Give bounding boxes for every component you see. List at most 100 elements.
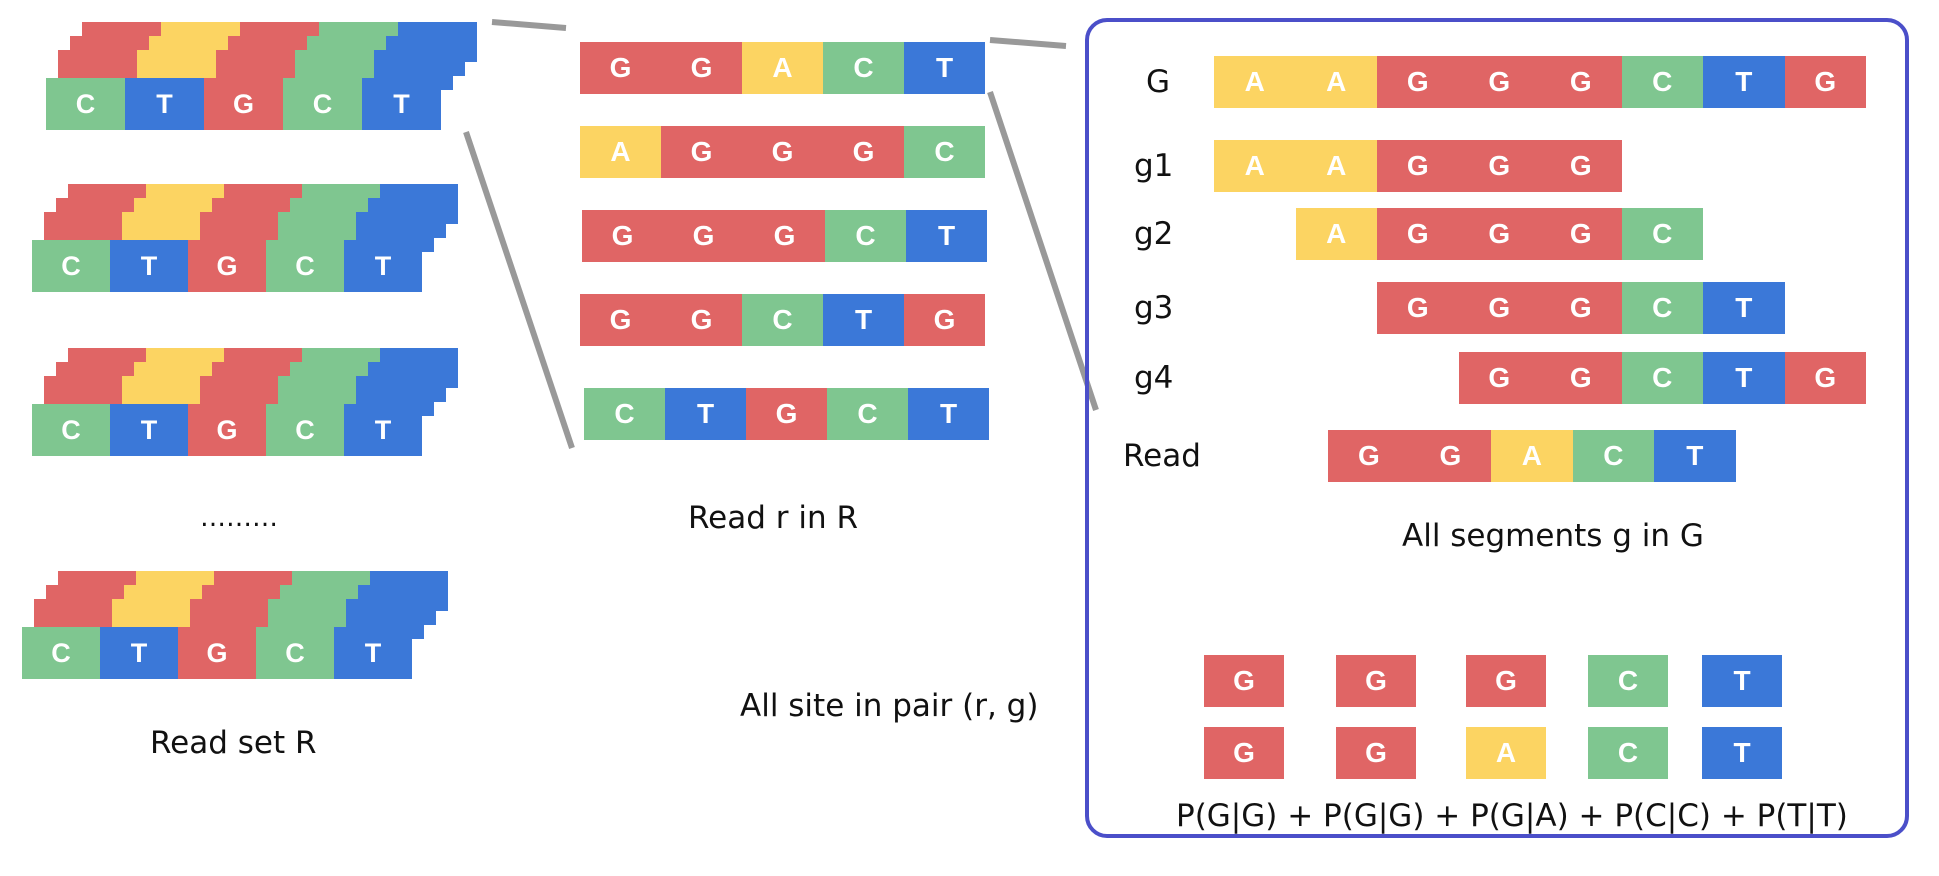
pair-top-base: G [1466, 655, 1546, 707]
read-set-base: C [46, 78, 125, 130]
segment-base: A [1295, 140, 1377, 192]
pair-top-base: G [1336, 655, 1416, 707]
read-base: G [746, 388, 827, 440]
segment-base: G [1377, 282, 1459, 334]
read-base: G [663, 210, 744, 262]
read-set-base: C [283, 78, 362, 130]
segment-base: G [1377, 56, 1459, 108]
probability-formula: P(G|G) + P(G|G) + P(G|A) + P(C|C) + P(T|… [1176, 798, 1848, 834]
read-set-ellipsis: ……… [200, 503, 278, 533]
segment-base: T [1703, 56, 1785, 108]
segment-base: G [1377, 208, 1459, 260]
read-base: G [661, 42, 742, 94]
segment-label: g1 [1134, 148, 1174, 184]
segment-label: g3 [1134, 290, 1174, 326]
segment-base: G [1458, 140, 1540, 192]
line-set-to-read-bottom [463, 131, 575, 449]
read-base: G [582, 210, 663, 262]
segment-base: G [1458, 352, 1540, 404]
read-base: G [904, 294, 985, 346]
segment-base: G [1458, 282, 1540, 334]
segment-base: G [1784, 56, 1866, 108]
read-set-base: C [266, 404, 344, 456]
read-set-base: G [188, 240, 266, 292]
read-set-base: C [266, 240, 344, 292]
segment-base: C [1621, 208, 1703, 260]
line-set-to-read-top [491, 19, 567, 31]
segment-base: G [1409, 430, 1492, 482]
read-set-base: C [22, 627, 100, 679]
read-set-base: T [344, 240, 422, 292]
pair-bottom-base: G [1204, 727, 1284, 779]
pair-bottom-base: C [1588, 727, 1668, 779]
pair-top-base: G [1204, 655, 1284, 707]
read-base: C [742, 294, 823, 346]
read-set-base: C [32, 240, 110, 292]
segment-base: G [1540, 140, 1622, 192]
read-set-base: T [100, 627, 178, 679]
read-base: T [823, 294, 904, 346]
read-set-base: C [32, 404, 110, 456]
pair-bottom-base: G [1336, 727, 1416, 779]
read-set-base: C [256, 627, 334, 679]
segment-base: G [1540, 56, 1622, 108]
read-set-base: G [204, 78, 283, 130]
read-base: C [827, 388, 908, 440]
segment-base: A [1214, 140, 1296, 192]
segment-base: G [1458, 56, 1540, 108]
segment-label: Read [1123, 438, 1201, 474]
segment-base: T [1703, 282, 1785, 334]
read-set-base: T [344, 404, 422, 456]
read-set-caption: Read set R [150, 725, 317, 761]
segment-base: G [1784, 352, 1866, 404]
read-base: T [906, 210, 987, 262]
segment-base: G [1540, 282, 1622, 334]
read-set-base: T [334, 627, 412, 679]
read-base: C [584, 388, 665, 440]
segment-label: g4 [1134, 360, 1174, 396]
read-base: C [904, 126, 985, 178]
read-set-base: G [188, 404, 266, 456]
read-base: G [661, 126, 742, 178]
read-base: G [742, 126, 823, 178]
segments-panel [1085, 18, 1909, 838]
read-base: G [744, 210, 825, 262]
segment-base: C [1572, 430, 1655, 482]
pair-caption: All site in pair (r, g) [740, 688, 1039, 724]
segment-base: C [1621, 282, 1703, 334]
read-base: T [665, 388, 746, 440]
segment-base: G [1540, 352, 1622, 404]
segment-base: A [1295, 208, 1377, 260]
segment-base: C [1621, 56, 1703, 108]
read-set-base: T [362, 78, 441, 130]
line-read-to-panel-top [989, 37, 1067, 49]
pair-top-base: T [1702, 655, 1782, 707]
read-base: G [580, 294, 661, 346]
segment-label: g2 [1134, 216, 1174, 252]
segment-label: G [1146, 64, 1171, 100]
read-set-base: T [110, 240, 188, 292]
segment-base: T [1703, 352, 1785, 404]
read-set-base: T [125, 78, 204, 130]
read-base: T [904, 42, 985, 94]
segment-base: A [1214, 56, 1296, 108]
read-set-base: G [178, 627, 256, 679]
segment-base: A [1295, 56, 1377, 108]
read-base: T [908, 388, 989, 440]
segment-base: G [1540, 208, 1622, 260]
pair-bottom-base: T [1702, 727, 1782, 779]
segment-base: A [1491, 430, 1573, 482]
segment-base: C [1621, 352, 1703, 404]
read-base: A [742, 42, 823, 94]
read-base: G [823, 126, 904, 178]
read-set-base: T [110, 404, 188, 456]
line-read-to-panel-bottom [987, 91, 1099, 411]
segment-base: G [1377, 140, 1459, 192]
segment-base: T [1654, 430, 1736, 482]
read-base: C [825, 210, 906, 262]
read-caption: Read r in R [688, 500, 859, 536]
segment-base: G [1458, 208, 1540, 260]
read-base: G [580, 42, 661, 94]
